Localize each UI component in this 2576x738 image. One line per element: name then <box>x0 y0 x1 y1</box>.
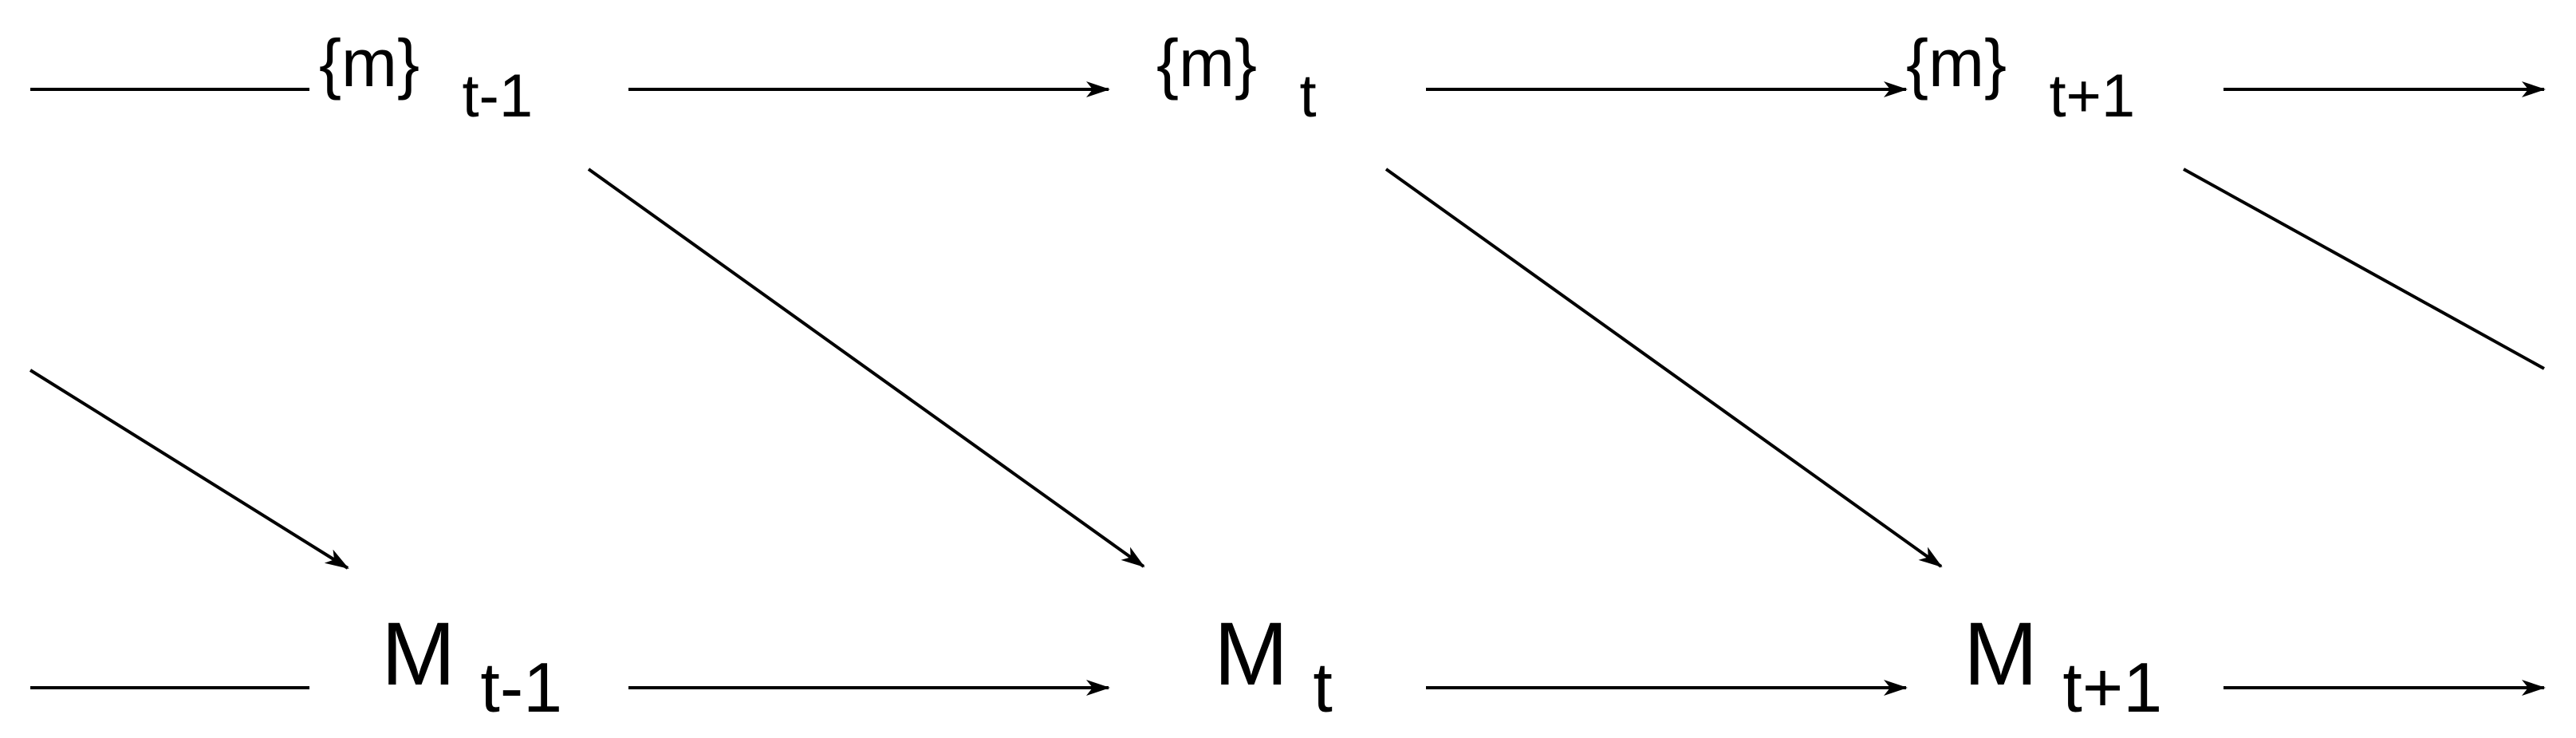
node-m-set-t-plus-1: {m} t+1 <box>1906 26 2135 130</box>
node-base-text: {m} <box>1906 26 2007 101</box>
node-subscript: t <box>1313 648 1332 727</box>
node-base-text: {m} <box>319 26 419 101</box>
svg-text:{m} t+1: {m} t+1 <box>1906 26 2135 130</box>
node-M-t-plus-1: M t+1 <box>1964 604 2162 727</box>
node-subscript: t-1 <box>462 62 533 130</box>
edge-diagonal-outgoing <box>2183 168 2545 370</box>
svg-text:M t: M t <box>1214 604 1333 727</box>
svg-text:{m} t-1: {m} t-1 <box>319 26 533 130</box>
node-subscript: t+1 <box>2062 648 2162 727</box>
arrow-diagonal-m-set-t-minus-1-to-M-t <box>587 168 1145 568</box>
svg-text:{m} t: {m} t <box>1156 26 1317 130</box>
node-base-text: M <box>1964 604 2038 704</box>
node-m-set-t: {m} t <box>1156 26 1317 130</box>
node-base-text: {m} <box>1156 26 1257 101</box>
node-M-t: M t <box>1214 604 1333 727</box>
node-base-text: M <box>1214 604 1288 704</box>
arrow-diagonal-incoming-to-M-t-minus-1 <box>29 369 349 570</box>
arrow-diagonal-m-set-t-to-M-t-plus-1 <box>1385 168 1943 568</box>
node-subscript: t <box>1299 62 1316 130</box>
node-subscript: t+1 <box>2049 62 2135 130</box>
svg-text:M t+1: M t+1 <box>1964 604 2162 727</box>
node-subscript: t-1 <box>480 648 562 727</box>
node-m-set-t-minus-1: {m} t-1 <box>319 26 533 130</box>
svg-text:M t-1: M t-1 <box>381 604 562 727</box>
node-M-t-minus-1: M t-1 <box>381 604 562 727</box>
node-base-text: M <box>381 604 455 704</box>
